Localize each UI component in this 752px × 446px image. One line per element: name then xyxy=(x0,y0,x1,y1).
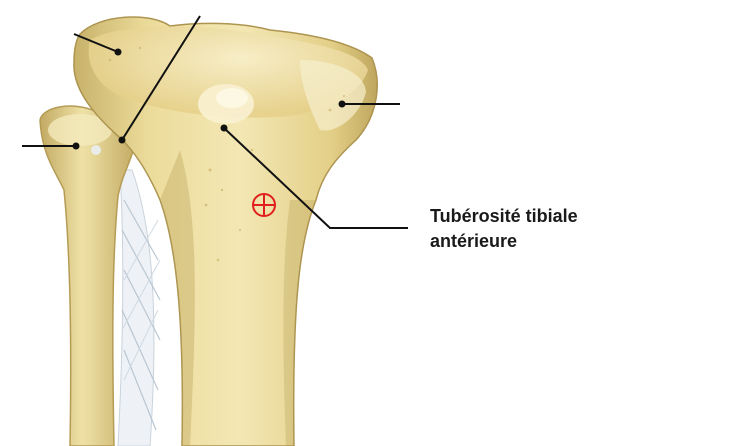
interosseous-membrane xyxy=(118,170,160,446)
tuberosity-label-line1: Tubérosité tibiale xyxy=(430,204,578,229)
tuberosity-label: Tubérosité tibiale antérieure xyxy=(430,204,578,254)
tibia-bone xyxy=(74,17,377,446)
tuberosity-label-line2: antérieure xyxy=(430,229,578,254)
target-crosshair-icon xyxy=(253,194,275,216)
